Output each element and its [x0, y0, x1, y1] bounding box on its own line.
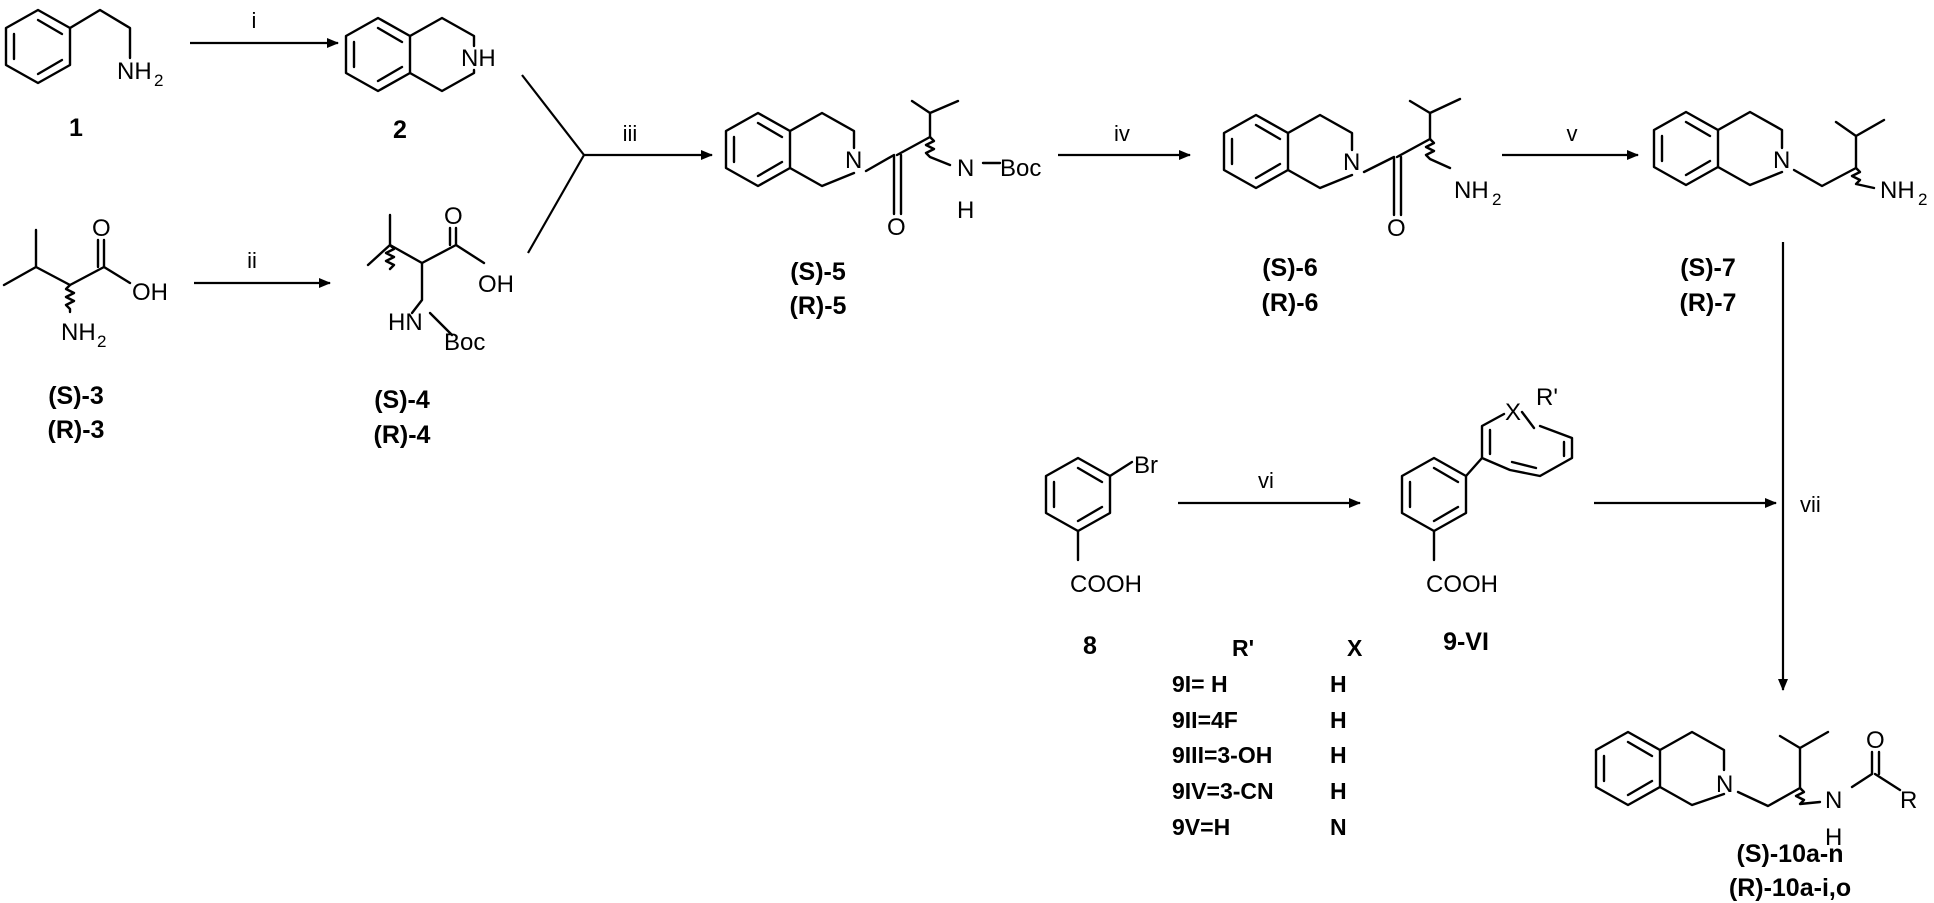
hn-label: HN	[388, 309, 423, 336]
subscript-2: 2	[154, 71, 163, 90]
compound-2-label: 2	[393, 116, 407, 144]
hydroxyl-label: OH	[132, 279, 168, 306]
boc-label: Boc	[1000, 155, 1041, 182]
compound-5s-label: (S)-5	[790, 258, 846, 286]
arrow-step-vi: vi	[1178, 468, 1361, 508]
compound-10r-label: (R)-10a-i,o	[1729, 874, 1851, 902]
compound-10-structure: N N H O R (S)-10a-n (R)-10a-i,o	[1594, 727, 1917, 902]
compound-4s-label: (S)-4	[374, 386, 430, 414]
subscript-2: 2	[1918, 190, 1927, 209]
ring-atom-x: X	[1505, 399, 1521, 426]
carbamate-n: N	[957, 155, 974, 182]
compound-3-structure: O OH NH 2 (S)-3 (R)-3	[2, 215, 168, 444]
amine-label: NH	[1880, 177, 1915, 204]
amide-n: N	[1825, 787, 1842, 814]
compound-3r-label: (R)-3	[48, 416, 105, 444]
table-row-1-r: 9I= H	[1172, 671, 1228, 697]
carbonyl-o: O	[92, 215, 111, 242]
compound-6-structure: N O NH 2 (S)-6 (R)-6	[1222, 97, 1501, 317]
compound-7-structure: N NH 2 (S)-7 (R)-7	[1652, 110, 1927, 317]
condition-ii: ii	[247, 248, 257, 273]
arrow-step-iii: iii	[521, 74, 713, 254]
subscript-2: 2	[1492, 190, 1501, 209]
table-row-3-r: 9III=3-OH	[1172, 742, 1272, 768]
hydroxyl-label: OH	[478, 271, 514, 298]
compound-10s-label: (S)-10a-n	[1737, 840, 1844, 868]
condition-vii: vii	[1800, 492, 1821, 517]
table-row-4-x: H	[1330, 778, 1347, 804]
nh-label: NH	[461, 45, 496, 72]
compound-7s-label: (S)-7	[1680, 254, 1736, 282]
condition-iv: iv	[1114, 121, 1130, 146]
carbonyl-o: O	[887, 214, 906, 241]
bromo-label: Br	[1134, 452, 1158, 479]
amine-n: N	[1773, 147, 1790, 174]
table-row-2-x: H	[1330, 707, 1347, 733]
table-header-x: X	[1347, 635, 1363, 661]
r-prime-label: R'	[1536, 384, 1558, 411]
condition-i: i	[252, 8, 257, 33]
compound-3s-label: (S)-3	[48, 382, 104, 410]
table-row-4-r: 9IV=3-CN	[1172, 778, 1274, 804]
table-header-r-prime: R'	[1232, 635, 1254, 661]
amine-n: N	[1716, 771, 1733, 798]
carbonyl-o: O	[444, 203, 463, 230]
table-row-5-r: 9V=H	[1172, 814, 1230, 840]
table-row-1-x: H	[1330, 671, 1347, 697]
table-row-5-x: N	[1330, 814, 1347, 840]
compound-5-structure: N O N H Boc (S)-5 (R)-5	[724, 99, 1041, 320]
arrow-step-iv: iv	[1058, 121, 1191, 160]
boc-label: Boc	[444, 329, 485, 356]
carboxyl-label: COOH	[1426, 571, 1498, 598]
subscript-2: 2	[97, 332, 106, 351]
compound-5r-label: (R)-5	[790, 292, 847, 320]
compound-1-structure: NH 2 1	[4, 8, 163, 142]
condition-v: v	[1567, 121, 1578, 146]
nh-hydrogen: H	[957, 197, 974, 224]
compound-2-structure: NH 2	[344, 16, 496, 144]
condition-iii: iii	[623, 121, 638, 146]
compound-6s-label: (S)-6	[1262, 254, 1318, 282]
compound-9-label: 9-VI	[1443, 628, 1489, 656]
arrow-step-ii: ii	[194, 248, 331, 288]
condition-vi: vi	[1258, 468, 1274, 493]
arrow-step-v: v	[1502, 121, 1639, 160]
arrow-step-i: i	[190, 8, 339, 48]
compound-6r-label: (R)-6	[1262, 289, 1319, 317]
compound-9-structure: X R' COOH 9-VI	[1400, 384, 1574, 656]
arrow-step-vii: vii	[1594, 492, 1821, 517]
compound-8-structure: Br COOH 8	[1044, 452, 1158, 660]
amide-n: N	[1343, 149, 1360, 176]
compound-1-label: 1	[69, 114, 83, 142]
substituent-table: R' X 9I= H H 9II=4F H 9III=3-OH H 9IV=3-…	[1172, 635, 1363, 840]
carbonyl-o: O	[1866, 727, 1885, 754]
table-row-2-r: 9II=4F	[1172, 707, 1238, 733]
amine-label: NH	[1454, 177, 1489, 204]
nh-hydrogen: H	[1825, 824, 1842, 851]
amine-label: NH	[117, 58, 152, 85]
compound-4-structure: O OH HN Boc (S)-4 (R)-4	[366, 203, 514, 449]
compound-4r-label: (R)-4	[374, 421, 431, 449]
compound-7r-label: (R)-7	[1680, 289, 1737, 317]
r-group-label: R	[1900, 787, 1917, 814]
amine-label: NH	[61, 319, 96, 346]
carboxyl-label: COOH	[1070, 571, 1142, 598]
table-row-3-x: H	[1330, 742, 1347, 768]
carbonyl-o: O	[1387, 215, 1406, 242]
amide-n: N	[845, 147, 862, 174]
compound-8-label: 8	[1083, 632, 1097, 660]
